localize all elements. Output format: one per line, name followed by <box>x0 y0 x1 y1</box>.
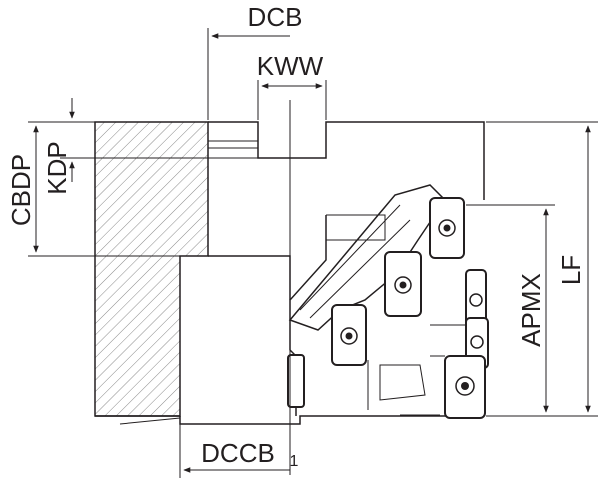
kww-dimension: KWW <box>257 51 327 120</box>
dcb-dimension: DCB <box>207 2 303 120</box>
lf-label: LF <box>556 255 586 285</box>
apmx-dimension: APMX <box>466 204 555 413</box>
cutting-insert-7 <box>287 354 305 408</box>
kdp-dimension: KDP <box>42 98 258 195</box>
cbdp-dimension: CBDP <box>6 121 180 257</box>
dcb-label: DCB <box>248 2 303 32</box>
cbdp-label: CBDP <box>6 154 36 226</box>
hatched-section <box>94 121 209 417</box>
sectioned-body <box>94 121 209 425</box>
bore-wall <box>208 140 258 149</box>
dccb-dimension: DCCB 1 <box>179 420 299 478</box>
pocket-details <box>367 324 466 416</box>
flute-edge <box>299 204 411 319</box>
cutting-insert-3 <box>331 304 367 366</box>
upper-pocket <box>326 214 386 241</box>
apmx-label: APMX <box>516 273 546 347</box>
kww-label: KWW <box>257 51 324 81</box>
base-line <box>179 415 480 425</box>
cutting-insert-2 <box>384 251 422 317</box>
dccb-label: DCCB <box>201 438 275 468</box>
kdp-label: KDP <box>42 141 72 194</box>
cutting-insert-6 <box>444 355 486 419</box>
cutting-insert-1 <box>429 197 465 259</box>
bore-step <box>208 255 291 300</box>
dccb-subscript: 1 <box>290 453 299 470</box>
insert-pockets <box>287 184 489 419</box>
cutting-insert-4 <box>465 269 487 329</box>
lf-dimension: LF <box>486 121 598 417</box>
chamfer-line <box>119 417 181 425</box>
top-face <box>208 121 485 200</box>
